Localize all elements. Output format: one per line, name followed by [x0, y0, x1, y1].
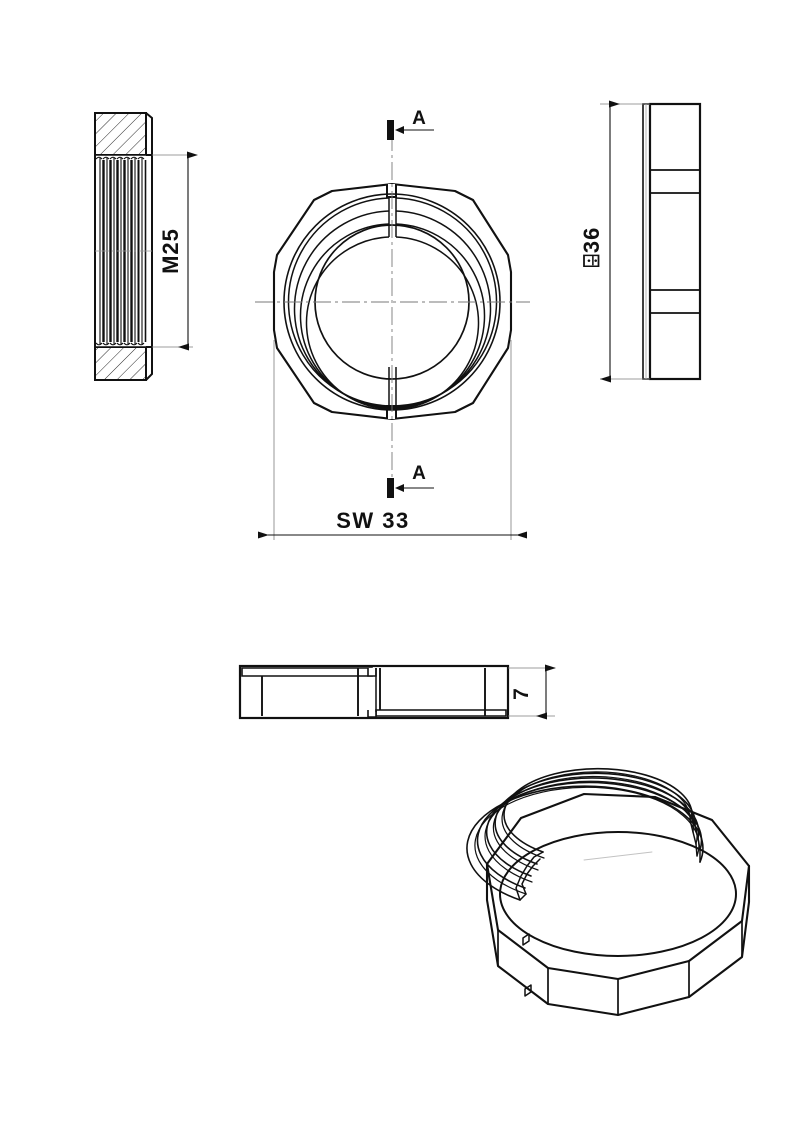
- view-section-aa: M25: [94, 112, 198, 381]
- slot-notch-top: [386, 184, 397, 198]
- dimension-phi36: ⌹36: [579, 100, 650, 383]
- section-lower-body: [94, 346, 153, 381]
- thread-slot-radials: [388, 198, 397, 406]
- section-lower-hatch: [95, 347, 146, 380]
- section-label-a-top: A: [412, 108, 426, 129]
- m25-dimension-label: M25: [158, 228, 183, 274]
- dimension-height-7: 7: [508, 664, 556, 720]
- iso-centre-trace: [583, 851, 653, 861]
- side-facet-edges: [650, 169, 700, 314]
- phi36-dimension-label: ⌹36: [579, 227, 604, 268]
- dimension-sw33: SW 33: [258, 340, 527, 540]
- front-slot-notch-upper: [367, 668, 377, 677]
- iso-slot-face-left: [515, 851, 544, 901]
- front-slot-notch-lower: [367, 710, 377, 718]
- iso-slot-notches: [522, 933, 532, 997]
- iso-skirt-corner-edges: [497, 920, 743, 1016]
- iso-thread-helix-inner: [474, 771, 700, 895]
- sw33-dimension-label: SW 33: [336, 508, 410, 533]
- dimension-m25: M25: [152, 151, 198, 351]
- view-isometric: [466, 767, 751, 1017]
- height7-dimension-label: 7: [510, 688, 533, 700]
- section-thread-zone: [94, 154, 153, 348]
- iso-slot-face-right: [689, 813, 701, 863]
- section-arrow-bar-bottom: [387, 478, 394, 498]
- section-label-a-bottom: A: [412, 463, 426, 484]
- iso-bore-mouth: [499, 831, 737, 957]
- section-upper-body: [94, 112, 153, 156]
- front-bottom-rolled-edge: [375, 709, 507, 717]
- view-plan-hexagon: A A SW 33: [255, 108, 530, 540]
- view-front-elevation: 7: [238, 664, 556, 720]
- section-arrow-bar-top: [387, 120, 394, 140]
- front-facet-edges: [261, 668, 486, 716]
- thread-crest-caps: [95, 156, 145, 346]
- section-mark-a-top: A: [387, 108, 434, 140]
- side-body-outline: [648, 102, 702, 381]
- view-side-elevation: ⌹36: [579, 100, 702, 383]
- section-mark-a-bottom: A: [387, 463, 434, 498]
- section-upper-hatch: [95, 113, 146, 155]
- front-top-rolled-edge: [241, 667, 373, 677]
